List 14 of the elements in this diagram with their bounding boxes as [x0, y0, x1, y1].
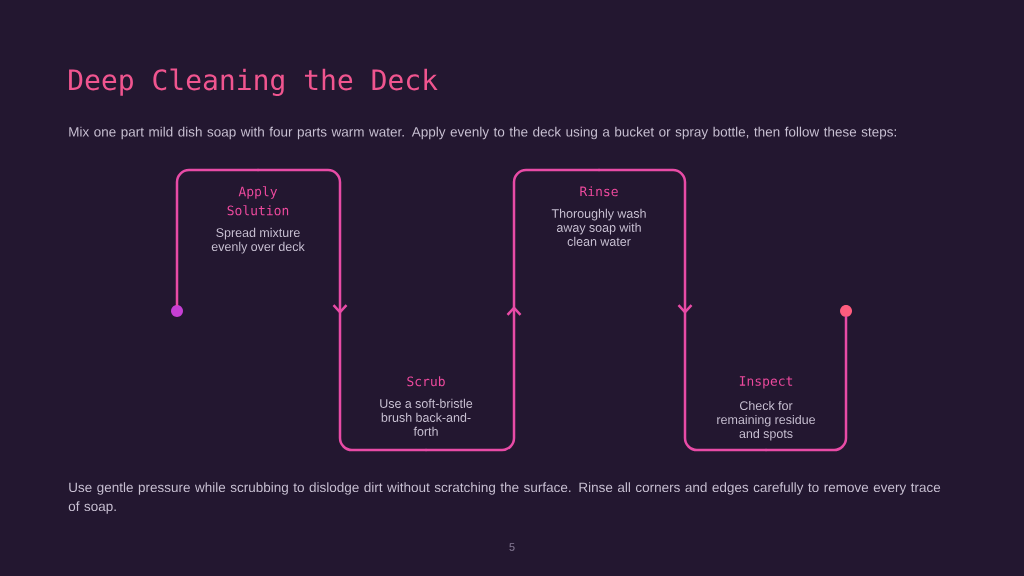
step-description: Thoroughly wash away soap with clean water: [551, 208, 646, 246]
page-number: 5: [509, 543, 515, 551]
title: Deep Cleaning the Deck: [69, 68, 438, 96]
paragraph: Use gentle pressure while scrubbing to dislodge dirt without scratching the surface. Rinse all corners and edges carefully to remove every trace of soap.: [68, 482, 941, 514]
step-description: Use a soft-bristle brush back-and-forth: [380, 398, 473, 436]
paragraph: Mix one part mild dish soap with four parts warm water. Apply evenly to the deck using a bucket or spray bottle, then follow these steps:: [69, 126, 896, 140]
step-heading: Apply Solution: [227, 186, 289, 216]
step-heading: Scrub: [407, 376, 445, 387]
connector-line: [764, 315, 848, 452]
step-heading: Rinse: [580, 186, 618, 197]
step-description: Spread mixture evenly over deck: [211, 227, 305, 254]
step-heading: Inspect: [739, 376, 793, 389]
connector-line: [175, 168, 260, 307]
step-description: Check for remaining residue and spots: [717, 400, 816, 441]
